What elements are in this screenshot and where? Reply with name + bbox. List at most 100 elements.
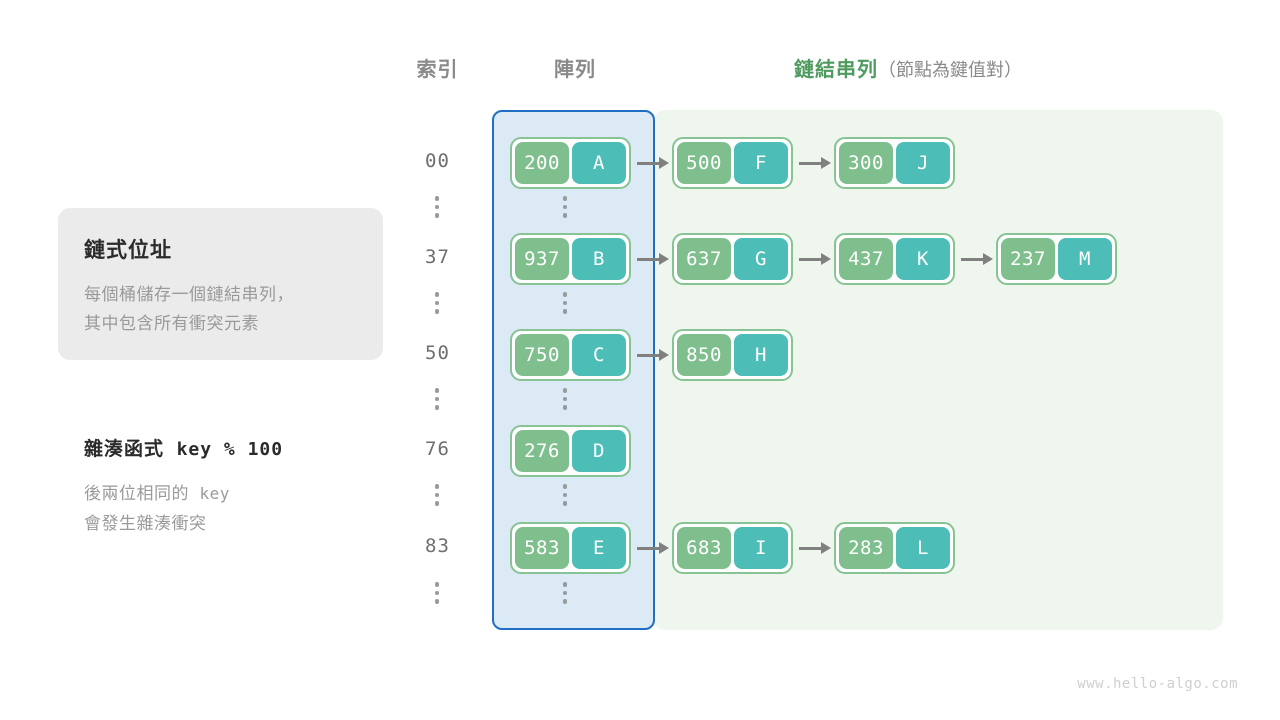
arrow-shaft [799,161,822,165]
node-value: G [734,238,788,280]
ellipsis-dot [562,405,568,410]
array-column-ellipsis [555,388,575,410]
hash-note-key-keyword: key [199,484,230,503]
ellipsis-dot [434,300,440,305]
node-value: L [896,527,950,569]
index-column-ellipsis [427,196,447,218]
node-key: 937 [515,238,569,280]
index-column-ellipsis [427,484,447,506]
ellipsis-dot [562,501,568,506]
node-key: 637 [677,238,731,280]
index-column-ellipsis [427,292,447,314]
next-pointer-arrow [799,542,831,554]
ellipsis-dot [434,501,440,506]
ellipsis-dot [434,213,440,218]
array-column-ellipsis [555,196,575,218]
node-key: 750 [515,334,569,376]
ellipsis-dot [562,204,568,209]
index-column-ellipsis [427,388,447,410]
ellipsis-dot [562,309,568,314]
ellipsis-dot [562,396,568,401]
ellipsis-dot [562,599,568,604]
ellipsis-dot [434,309,440,314]
next-pointer-arrow [799,253,831,265]
next-pointer-arrow [961,253,993,265]
index-column-ellipsis [427,582,447,604]
ellipsis-dot [562,196,568,201]
column-header-array: 陣列 [554,59,596,81]
column-header-index: 索引 [416,59,459,81]
ellipsis-dot [562,388,568,393]
arrow-head-icon [659,253,669,265]
node-key: 583 [515,527,569,569]
node-key: 283 [839,527,893,569]
ellipsis-dot [434,292,440,297]
node-key: 500 [677,142,731,184]
hash-note-line-2: 會發生雜湊衝突 [84,514,207,533]
ellipsis-dot [562,292,568,297]
watermark: www.hello-algo.com [1077,676,1238,692]
ellipsis-dot [434,484,440,489]
arrow-head-icon [659,349,669,361]
arrow-shaft [637,161,660,165]
arrow-shaft [637,546,660,550]
info-card-line-1: 每個桶儲存一個鏈結串列， [84,285,294,304]
array-column-ellipsis [555,292,575,314]
node-value: F [734,142,788,184]
node-key: 200 [515,142,569,184]
arrow-shaft [961,257,984,261]
node-key: 683 [677,527,731,569]
node-value: M [1058,238,1112,280]
arrow-shaft [799,546,822,550]
ellipsis-dot [434,582,440,587]
ellipsis-dot [434,599,440,604]
next-pointer-arrow [637,253,669,265]
node-key: 276 [515,430,569,472]
node-value: E [572,527,626,569]
info-card-line-2: 其中包含所有衝突元素 [84,314,259,333]
bucket-index-label: 50 [425,342,450,364]
arrow-shaft [799,257,822,261]
ellipsis-dot [562,492,568,497]
hash-function-expression: key % 100 [176,439,284,460]
arrow-head-icon [983,253,993,265]
hash-note-line-1: 後兩位相同的 key [84,479,414,509]
arrow-head-icon [659,157,669,169]
ellipsis-dot [562,582,568,587]
ellipsis-dot [562,484,568,489]
hash-note-line-1-text: 後兩位相同的 [84,484,189,503]
arrow-shaft [637,353,660,357]
info-card-separate-chaining: 鏈式位址 每個桶儲存一個鏈結串列， 其中包含所有衝突元素 [58,208,383,360]
ellipsis-dot [434,204,440,209]
next-pointer-arrow [799,157,831,169]
node-key: 300 [839,142,893,184]
linked-list-header-sub: （節點為鍵值對） [878,60,1022,80]
node-value: B [572,238,626,280]
hash-function-title-text: 雜湊函式 [84,439,165,460]
node-key: 237 [1001,238,1055,280]
array-column-ellipsis [555,484,575,506]
node-value: C [572,334,626,376]
array-column-ellipsis [555,582,575,604]
ellipsis-dot [434,396,440,401]
bucket-index-label: 76 [425,438,450,460]
hash-function-block: 雜湊函式 key % 100 後兩位相同的 key 會發生雜湊衝突 [84,434,414,539]
arrow-head-icon [821,542,831,554]
bucket-index-label: 83 [425,535,450,557]
arrow-head-icon [821,157,831,169]
ellipsis-dot [434,492,440,497]
node-value: H [734,334,788,376]
bucket-index-label: 00 [425,150,450,172]
node-key: 437 [839,238,893,280]
ellipsis-dot [562,213,568,218]
